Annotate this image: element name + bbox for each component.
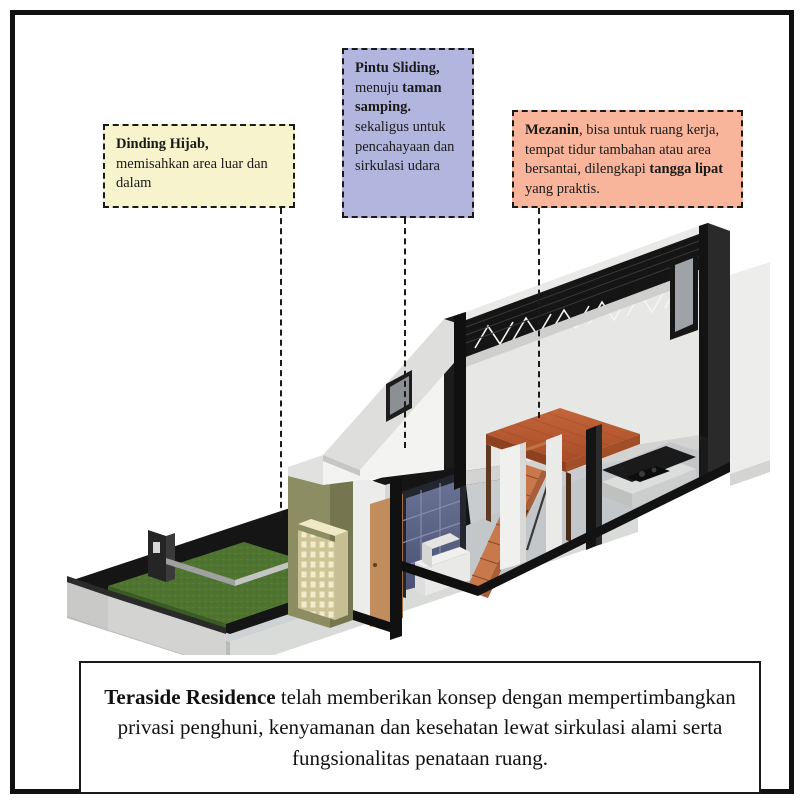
leader-line-hijab bbox=[280, 208, 282, 518]
exposed-steel-truss-roof bbox=[454, 223, 708, 367]
floor-slab bbox=[67, 446, 638, 655]
small-window bbox=[386, 370, 412, 422]
callout-mezanin[interactable]: Mezanin, bisa untuk ruang kerja, tempat … bbox=[512, 110, 743, 208]
white-facade-wall bbox=[288, 312, 482, 485]
leader-line-mezanin bbox=[538, 208, 540, 418]
interior-partition-left bbox=[353, 474, 402, 625]
section-posts bbox=[390, 312, 466, 640]
leader-line-sliding bbox=[404, 218, 406, 448]
gate-post bbox=[148, 530, 330, 586]
callout-sliding-text: Pintu Sliding, menuju taman samping. sek… bbox=[355, 60, 455, 175]
front-curb-wall bbox=[67, 576, 226, 655]
poster-frame: Dinding Hijab, memisahkan area luar dan … bbox=[10, 10, 794, 794]
cooktop bbox=[626, 466, 670, 482]
roster-block-screen bbox=[298, 519, 348, 620]
callout-mezanin-text: Mezanin, bisa untuk ruang kerja, tempat … bbox=[525, 122, 724, 198]
right-room-wall bbox=[730, 262, 770, 486]
callout-dinding-hijab[interactable]: Dinding Hijab, memisahkan area luar dan … bbox=[103, 124, 295, 208]
green-lawn bbox=[108, 542, 360, 628]
interior-back-wall bbox=[466, 226, 699, 485]
hijab-wall bbox=[288, 461, 353, 628]
right-edge-frame bbox=[699, 223, 730, 485]
callout-pintu-sliding[interactable]: Pintu Sliding, menuju taman samping. sek… bbox=[342, 48, 474, 218]
interior-wall-panels bbox=[500, 434, 562, 570]
mezzanine-platform bbox=[486, 408, 640, 542]
caption-text: Teraside Residence telah memberikan kons… bbox=[104, 684, 736, 770]
sliding-door-grid bbox=[398, 471, 466, 598]
interior-column bbox=[586, 424, 602, 550]
right-window bbox=[670, 250, 698, 340]
section-cut-edge bbox=[353, 462, 730, 636]
sofa bbox=[415, 533, 470, 596]
wooden-door bbox=[370, 494, 403, 627]
caption-box: Teraside Residence telah memberikan kons… bbox=[79, 661, 761, 794]
interior-floor bbox=[390, 442, 730, 586]
callout-hijab-text: Dinding Hijab, memisahkan area luar dan … bbox=[116, 136, 268, 192]
folding-ladder bbox=[466, 464, 552, 598]
kitchen-counter bbox=[602, 446, 696, 508]
